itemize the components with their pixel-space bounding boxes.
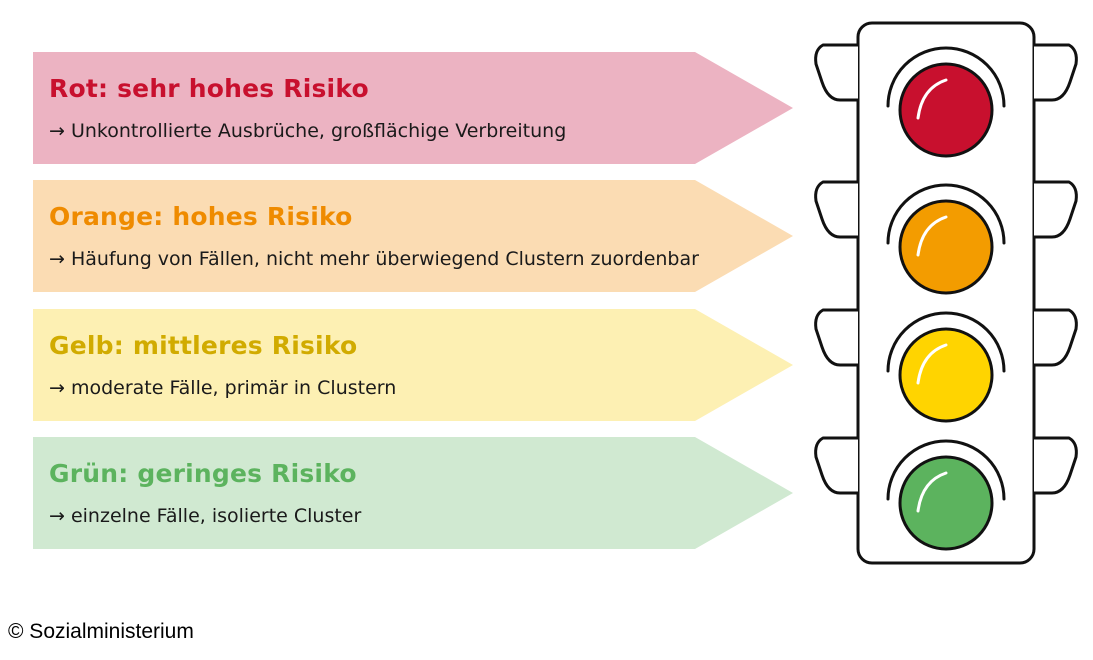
risk-title-orange: Orange: hohes Risiko [49,202,353,231]
risk-title-red: Rot: sehr hohes Risiko [49,74,369,103]
lamp-highlight-yellow [916,343,948,385]
visor-right-orange [1034,180,1078,239]
visor-left-green [814,436,858,495]
lamp-highlight-orange [916,215,948,257]
visor-left-orange [814,180,858,239]
risk-description-red: → Unkontrollierte Ausbrüche, großflächig… [49,120,567,142]
visor-right-yellow [1034,308,1078,367]
risk-title-green: Grün: geringes Risiko [49,459,357,488]
traffic-light-icon [814,21,1078,565]
risk-description-green: → einzelne Fälle, isolierte Cluster [49,505,362,527]
lamp-orange [898,199,994,295]
visor-right-green [1034,436,1078,495]
lamp-highlight-green [916,471,948,513]
visor-left-red [814,43,858,102]
lamp-highlight-red [916,78,948,120]
risk-description-orange: → Häufung von Fällen, nicht mehr überwie… [49,248,699,270]
lamp-red [898,62,994,158]
risk-title-yellow: Gelb: mittleres Risiko [49,331,358,360]
risk-description-yellow: → moderate Fälle, primär in Clustern [49,377,397,399]
visor-left-yellow [814,308,858,367]
risk-arrow-yellow: Gelb: mittleres Risiko → moderate Fälle,… [33,309,793,421]
lamp-hood-yellow [886,311,1006,373]
lamp-hood-green [886,439,1006,501]
lamp-hood-red [886,46,1006,108]
lamp-hood-orange [886,183,1006,245]
visor-right-red [1034,43,1078,102]
lamp-yellow [898,327,994,423]
risk-arrow-red: Rot: sehr hohes Risiko → Unkontrollierte… [33,52,793,164]
copyright-text: © Sozialministerium [8,620,194,643]
risk-arrow-green: Grün: geringes Risiko → einzelne Fälle, … [33,437,793,549]
risk-arrow-orange: Orange: hohes Risiko → Häufung von Fälle… [33,180,793,292]
lamp-green [898,455,994,551]
